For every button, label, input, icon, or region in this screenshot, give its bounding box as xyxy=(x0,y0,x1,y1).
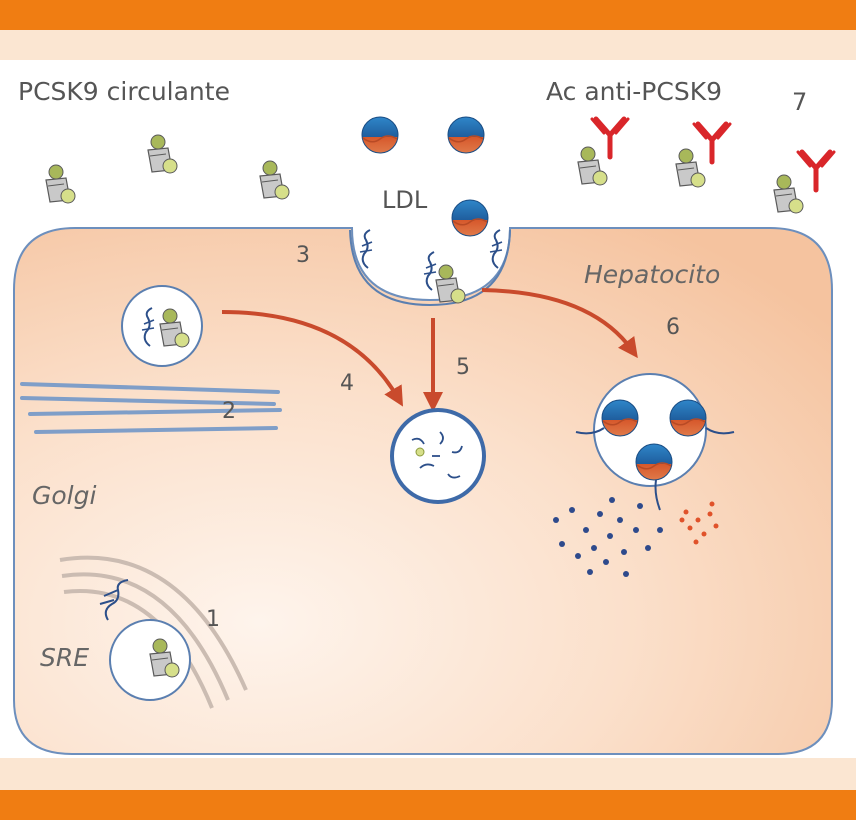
top-light-band xyxy=(0,30,856,60)
ldl-particle-icon xyxy=(361,116,399,154)
ldl-particle-icon xyxy=(447,116,485,154)
bottom-light-band xyxy=(0,758,856,790)
pcsk9-protein-icon xyxy=(147,134,178,174)
cholesterol-dots xyxy=(553,497,663,577)
pcsk9-protein-icon xyxy=(773,174,804,214)
circulating-pcsk9-label: PCSK9 circulante xyxy=(18,77,230,106)
ldl-label: LDL xyxy=(382,186,428,214)
step-6-label: 6 xyxy=(666,315,680,340)
antibody-icon xyxy=(592,119,628,157)
endocytic-pit xyxy=(349,229,511,307)
step-1-label: 1 xyxy=(206,607,220,632)
ldl-particle-icon xyxy=(451,199,489,237)
ldl-particle-icon xyxy=(669,399,707,437)
bottom-orange-band xyxy=(0,790,856,820)
pcsk9-fragment xyxy=(415,447,425,457)
pcsk9-protein-icon xyxy=(259,160,290,200)
pathway-4-arrow xyxy=(221,310,404,407)
top-orange-band xyxy=(0,0,856,30)
ldl-particle-icon xyxy=(601,399,639,437)
antibody-label: Ac anti-PCSK9 xyxy=(546,77,722,106)
ldl-particle-icon xyxy=(635,443,673,481)
step-3-label: 3 xyxy=(296,243,310,268)
pcsk9-protein-icon xyxy=(577,146,608,186)
ldl-receptor-icon xyxy=(359,229,373,269)
step-2-label: 2 xyxy=(222,399,236,424)
pcsk9-protein-icon xyxy=(675,148,706,188)
antibody-icon xyxy=(694,124,730,162)
step-5-label: 5 xyxy=(456,355,470,380)
amino-acid-dots xyxy=(679,501,719,545)
recycled-receptors xyxy=(575,427,735,511)
hepatocyte-label: Hepatocito xyxy=(584,260,720,289)
pcsk9-protein-icon xyxy=(435,264,466,304)
pathway-6-arrow xyxy=(481,288,638,359)
sre-label: SRE xyxy=(40,643,89,672)
golgi-stacks xyxy=(20,382,282,434)
degraded-receptor-fragments xyxy=(411,431,463,479)
ldl-receptor-icon xyxy=(423,251,437,291)
golgi-label: Golgi xyxy=(32,481,96,510)
endoplasmic-reticulum xyxy=(59,555,248,709)
antibody-icon xyxy=(798,152,834,190)
step-4-label: 4 xyxy=(340,371,354,396)
step-7-label: 7 xyxy=(792,88,807,116)
ldl-receptor-icon xyxy=(489,229,503,269)
er-receptor-icon xyxy=(99,579,129,621)
er-vesicle xyxy=(109,619,191,701)
pcsk9-protein-icon xyxy=(45,164,76,204)
